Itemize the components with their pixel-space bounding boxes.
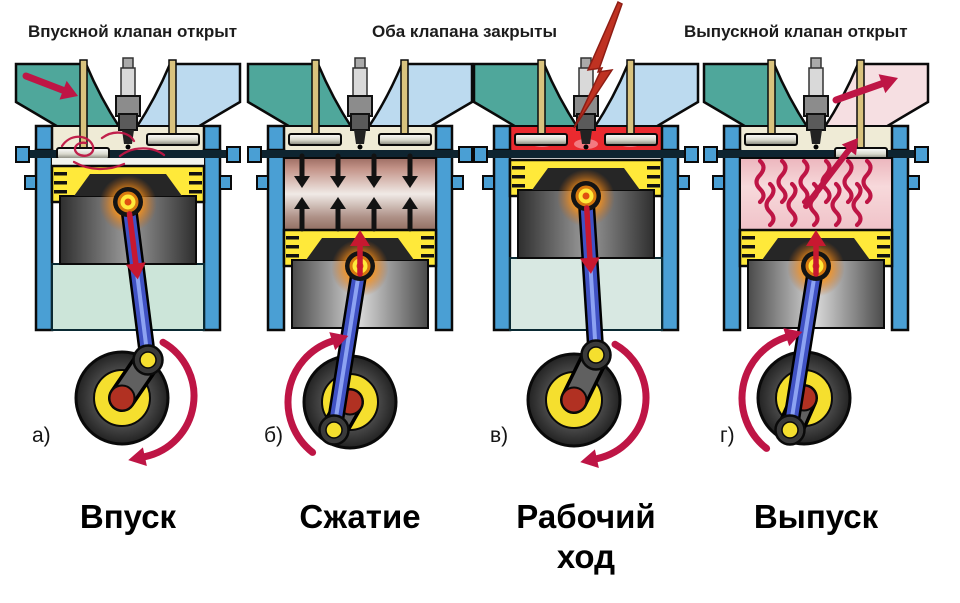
panel-compression-stroke: б) Сжатие: [244, 0, 476, 603]
exhaust-valve-head: [604, 133, 658, 146]
label-intake-valve-open: Впускной клапан открыт: [28, 22, 238, 41]
rotation-arrow: [580, 340, 650, 468]
crankshaft: [526, 341, 622, 448]
spark-plug-icon: [573, 57, 599, 150]
compression-arrows: [294, 153, 418, 232]
intake-port: [702, 62, 815, 136]
crank-hub: [560, 386, 588, 414]
panel-letter-a: а): [32, 424, 51, 447]
intake-valve-stem: [537, 59, 546, 137]
valves-and-spark-plug: [514, 59, 658, 146]
rotation-arrow: [738, 328, 803, 452]
cylinder-block: [15, 124, 241, 332]
intake-flow-arrow: [22, 72, 78, 100]
ignition-spark: [573, 0, 623, 129]
piston-motion-arrow: [350, 230, 370, 277]
piston-motion-arrow: [125, 211, 146, 280]
exhaust-valve-head: [146, 133, 200, 146]
cylinder-interior: [283, 157, 437, 231]
spark-plug-icon: [115, 57, 141, 150]
exhaust-port: [129, 62, 242, 136]
intake-port: [472, 62, 585, 136]
connecting-rod: [781, 257, 825, 439]
exhaust-out-arrow: [803, 138, 858, 209]
bearing-pins: [113, 187, 164, 376]
panel-intake-stroke: а) Впуск: [12, 0, 244, 603]
intake-port: [14, 62, 127, 136]
exhaust-valve-stem: [400, 59, 409, 137]
stroke-caption-exhaust: Выпуск: [753, 498, 879, 535]
spark-plug-icon: [347, 57, 373, 150]
cylinder-interior: [51, 158, 205, 331]
panel-letter-v: в): [490, 424, 509, 447]
exhaust-gas-squiggles: [754, 158, 873, 228]
label-both-valves-closed: Оба клапана закрыты: [372, 22, 557, 41]
intake-port: [246, 62, 359, 136]
lightning-bolt-icon: [573, 0, 623, 129]
valves-and-spark-plug: [56, 59, 200, 160]
intake-valve-head: [56, 147, 110, 160]
exhaust-valve-stem: [856, 59, 865, 151]
piston: [282, 228, 438, 329]
panel-power-stroke: в) Рабочий ход: [470, 0, 702, 603]
spark-plug-icon: [803, 57, 829, 150]
valves-and-spark-plug: [744, 59, 888, 160]
stroke-overlays: [294, 153, 418, 232]
ports: [472, 62, 700, 136]
exhaust-valve-head: [378, 133, 432, 146]
exhaust-valve-stem: [168, 59, 177, 137]
intake-valve-head: [514, 133, 568, 146]
panel-letter-b: б): [264, 424, 284, 447]
exhaust-port-arrow: [832, 74, 898, 104]
exhaust-valve-stem: [626, 59, 635, 137]
intake-valve-head: [288, 133, 342, 146]
ports: [246, 62, 474, 136]
panel-letter-g: г): [720, 424, 735, 447]
engine-diagram-power: [472, 0, 700, 468]
intake-valve-head: [744, 133, 798, 146]
piston-motion-arrow: [579, 205, 600, 274]
stroke-caption-compression: Сжатие: [299, 498, 421, 535]
piston-motion-arrow: [806, 230, 826, 277]
engine-diagram-compression: [246, 57, 474, 456]
rotation-arrow: [284, 332, 349, 456]
crank-hub: [108, 384, 136, 412]
rotation-arrow: [128, 338, 198, 466]
engine-diagram-intake: [14, 57, 242, 466]
stroke-overlays: [754, 74, 898, 228]
valves-and-spark-plug: [288, 59, 432, 146]
label-exhaust-valve-open: Выпускной клапан открыт: [684, 22, 908, 41]
intake-swirl: [60, 131, 166, 171]
stroke-caption-intake: Впуск: [79, 498, 177, 535]
exhaust-port: [361, 62, 474, 136]
stroke-overlays: [60, 131, 166, 171]
panel-exhaust-stroke: г) Выпуск: [700, 0, 932, 603]
intake-valve-stem: [767, 59, 776, 137]
intake-valve-stem: [311, 59, 320, 137]
engine-diagram-exhaust: [702, 57, 930, 452]
cylinder-block: [473, 124, 699, 332]
stroke-caption-power: Рабочий ход: [516, 498, 656, 575]
connecting-rod: [325, 257, 369, 439]
bearing-pins: [571, 181, 612, 371]
